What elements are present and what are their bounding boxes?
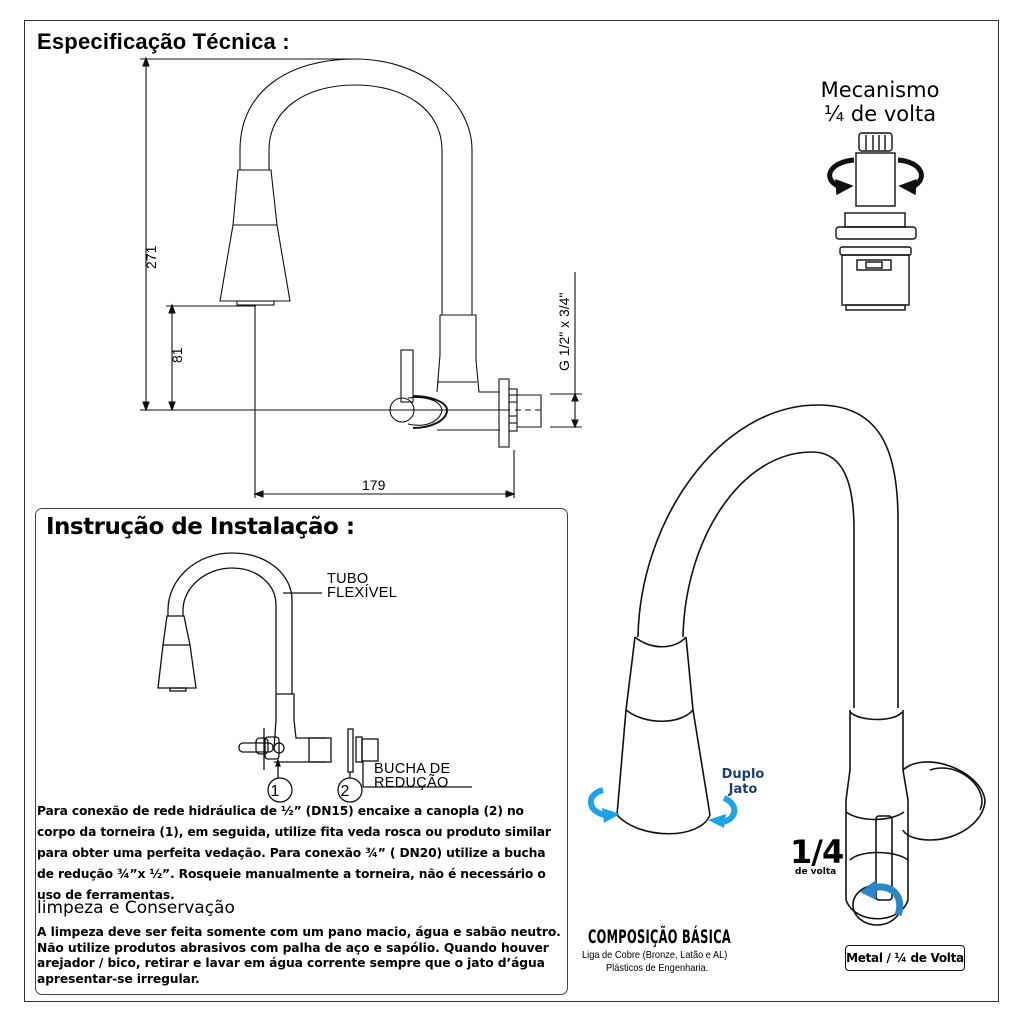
material-badge: Metal / ¼ de Volta xyxy=(845,945,965,971)
dual-jet-label: Duplo Jato xyxy=(712,767,774,797)
installation-diagram xyxy=(157,552,472,803)
label-tube-line2: FLEXÍVEL xyxy=(327,585,398,601)
cleaning-title: limpeza e Conservação xyxy=(37,898,235,918)
quarter-turn-arrow-icon xyxy=(860,880,904,917)
quarter-turn-caption: de volta xyxy=(795,867,837,877)
label-flexible-tube: TUBO FLEXÍVEL xyxy=(327,571,398,601)
dimension-179 xyxy=(253,306,516,498)
dual-jet-arrows-icon xyxy=(587,787,738,828)
installation-panel xyxy=(35,508,568,995)
dual-jet-label-line2: Jato xyxy=(728,782,758,797)
dim-label-thread: G 1/2" x 3/4" xyxy=(556,293,572,371)
dimension-271 xyxy=(140,56,358,412)
installation-title: Instrução de Instalação : xyxy=(46,514,355,540)
label-bushing-line1: BUCHA DE xyxy=(374,761,451,777)
composition-line2: Plásticos de Engenharia. xyxy=(606,962,709,974)
part-number-1: 1 xyxy=(271,783,280,800)
dim-label-271: 271 xyxy=(143,245,159,269)
composition-line1: Liga de Cobre (Bronze, Latão e AL) xyxy=(582,949,728,961)
quarter-turn-fraction: 1/4 xyxy=(790,833,844,871)
mechanism-title-line1: Mecanismo xyxy=(820,78,940,102)
cleaning-instructions: A limpeza deve ser feita somente com um … xyxy=(37,925,561,986)
part-number-2: 2 xyxy=(341,783,350,800)
spec-title: Especificação Técnica : xyxy=(37,29,290,54)
page-frame xyxy=(24,20,999,1002)
composition-title: COMPOSIÇÃO BÁSICA xyxy=(588,926,732,948)
cartridge-rotate-icon xyxy=(827,132,924,311)
installation-instructions: Para conexão de rede hidráulica de ½” (D… xyxy=(37,804,551,902)
mechanism-title: Mecanismo ¼ de volta xyxy=(790,78,970,126)
label-tube-line1: TUBO xyxy=(327,571,369,587)
mechanism-title-line2: ¼ de volta xyxy=(823,102,937,126)
dual-jet-label-line1: Duplo xyxy=(721,767,765,782)
dim-label-81: 81 xyxy=(169,347,185,363)
dimension-81 xyxy=(166,303,256,412)
dimension-thread xyxy=(550,272,582,429)
label-bushing-line2: REDUÇÃO xyxy=(374,775,449,791)
dim-label-179: 179 xyxy=(362,477,386,493)
faucet-side-view xyxy=(219,58,542,448)
label-reduction-bushing: BUCHA DE REDUÇÃO xyxy=(374,761,451,791)
